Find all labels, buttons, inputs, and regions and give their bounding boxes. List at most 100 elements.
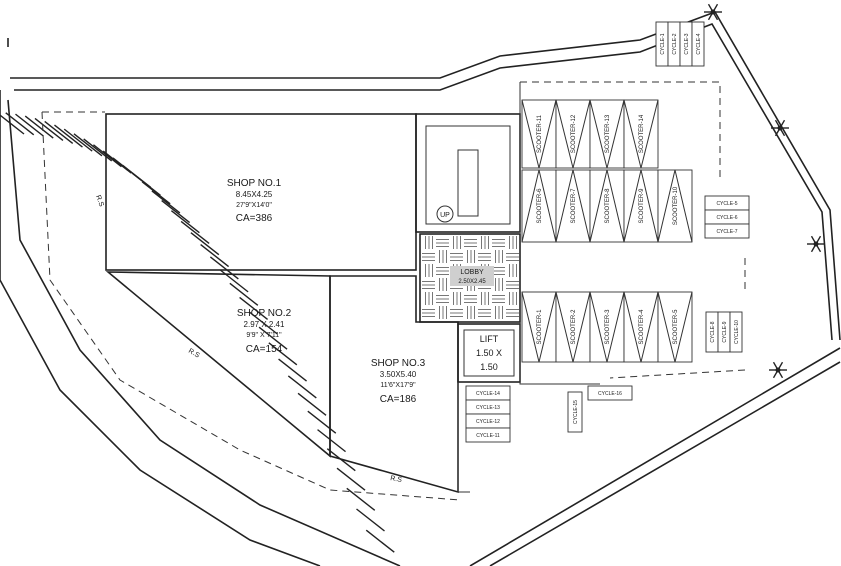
lobby-tile bbox=[425, 236, 433, 249]
tree-icon bbox=[704, 3, 722, 21]
scooter-label: SCOOTER-6 bbox=[537, 188, 543, 224]
cycle-label: CYCLE-6 bbox=[716, 215, 737, 221]
lobby-dims: 2.50X2.45 bbox=[458, 279, 486, 285]
shop-2-name: SHOP NO.2 bbox=[237, 308, 292, 319]
cycle-label: CYCLE-14 bbox=[476, 391, 500, 397]
cycle-stand-outline bbox=[729, 311, 743, 353]
lobby-tile bbox=[464, 239, 477, 247]
cycle-stand: CYCLE-1 bbox=[655, 21, 669, 67]
cycle-label: CYCLE-8 bbox=[710, 321, 716, 342]
shop-1-dims-m: 8.45X4.25 bbox=[236, 190, 273, 199]
setback-label-middle: R.S bbox=[187, 348, 201, 360]
scooter-label: SCOOTER-7 bbox=[571, 188, 577, 224]
scooter-bay-outline bbox=[623, 291, 659, 363]
shop-1-name: SHOP NO.1 bbox=[227, 178, 282, 189]
cycle-stand: CYCLE-8 bbox=[705, 311, 719, 353]
staircase: UP bbox=[415, 113, 521, 233]
lobby-tile bbox=[425, 264, 433, 277]
cycle-stand-outline bbox=[465, 427, 511, 443]
hatch-stroke bbox=[287, 375, 317, 399]
hatch-stroke bbox=[278, 358, 307, 382]
cycle-label: CYCLE-10 bbox=[734, 320, 740, 344]
cycle-label: CYCLE-13 bbox=[476, 405, 500, 411]
scooter-bay: SCOOTER-13 bbox=[589, 99, 625, 169]
hatch-stroke bbox=[258, 326, 288, 350]
lobby-tile bbox=[422, 253, 435, 261]
scooter-bay-marking bbox=[623, 169, 659, 243]
scooter-bay-outline bbox=[555, 291, 591, 363]
scooter-label: SCOOTER-3 bbox=[605, 309, 611, 345]
scooter-bay-marking bbox=[555, 291, 591, 363]
setback-label-left: R.S bbox=[94, 194, 105, 208]
lobby-tile bbox=[495, 278, 503, 291]
scooter-bay-marking bbox=[589, 291, 625, 363]
scooter-bay-marking bbox=[521, 99, 557, 169]
scooter-bay: SCOOTER-5 bbox=[657, 291, 693, 363]
tree-icon bbox=[769, 361, 787, 379]
lobby-tile bbox=[436, 239, 449, 247]
trees bbox=[704, 3, 825, 379]
lobby-tile bbox=[464, 295, 477, 303]
scooter-label: SCOOTER-14 bbox=[639, 114, 645, 153]
lobby-tile bbox=[495, 306, 503, 319]
cycle-stand: CYCLE-3 bbox=[679, 21, 693, 67]
hatch-stroke bbox=[297, 392, 327, 416]
scooter-bay: SCOOTER-11 bbox=[521, 99, 557, 169]
scooter-label: SCOOTER-10 bbox=[673, 186, 679, 225]
hatch-stroke bbox=[219, 269, 249, 293]
setback-line bbox=[41, 81, 746, 501]
scooter-label: SCOOTER-11 bbox=[537, 114, 543, 153]
setback-label-bottom: R.S bbox=[390, 475, 403, 484]
cycle-label: CYCLE-11 bbox=[476, 433, 500, 439]
scooter-bay-outline bbox=[657, 291, 693, 363]
scooter-bay-marking bbox=[657, 291, 693, 363]
shop-3-dims-m: 3.50X5.40 bbox=[380, 370, 417, 379]
cycle-stand: CYCLE-7 bbox=[704, 223, 750, 239]
lift: LIFT 1.50 X 1.50 bbox=[457, 323, 521, 383]
cycle-stand: CYCLE-9 bbox=[717, 311, 731, 353]
hatch-stroke bbox=[229, 282, 259, 306]
cycle-stand: CYCLE-15 bbox=[567, 391, 583, 433]
hatch-stroke bbox=[24, 115, 54, 139]
scooter-bay-marking bbox=[521, 169, 557, 243]
scooter-bay-marking bbox=[555, 169, 591, 243]
lobby-tile bbox=[453, 236, 461, 249]
cycle-stand: CYCLE-10 bbox=[729, 311, 743, 353]
lobby-tile bbox=[481, 236, 489, 249]
scooter-bay: SCOOTER-8 bbox=[589, 169, 625, 243]
scooter-bay-marking bbox=[623, 99, 659, 169]
lobby-tile bbox=[436, 267, 449, 275]
hatch-stroke bbox=[209, 256, 239, 280]
scooter-bay-marking bbox=[623, 291, 659, 363]
scooter-label: SCOOTER-1 bbox=[537, 309, 543, 345]
shop-3-dims-ft: 11'6"X17'9" bbox=[380, 382, 416, 389]
scooter-bay: SCOOTER-10 bbox=[657, 169, 693, 243]
shop-1-dims-ft: 27'9"X14'0" bbox=[236, 202, 272, 209]
cycle-stand: CYCLE-6 bbox=[704, 209, 750, 225]
hatch-stroke bbox=[336, 467, 366, 491]
hatch-stroke bbox=[356, 508, 385, 532]
cycle-stand: CYCLE-2 bbox=[667, 21, 681, 67]
shop-3-area: CA=186 bbox=[380, 394, 417, 405]
road-hatch-band bbox=[0, 90, 401, 566]
scooter-bay: SCOOTER-3 bbox=[589, 291, 625, 363]
hatch-stroke bbox=[34, 117, 64, 142]
hatch-stroke bbox=[180, 220, 210, 244]
hatch-stroke bbox=[248, 311, 278, 335]
hatch-stroke bbox=[239, 296, 269, 320]
scooter-label: SCOOTER-9 bbox=[639, 188, 645, 224]
scooter-bay-outline bbox=[589, 291, 625, 363]
hatch-stroke bbox=[151, 190, 181, 214]
lobby-label: LOBBY bbox=[460, 269, 484, 276]
hatch-stroke bbox=[54, 124, 83, 148]
lobby-tile bbox=[509, 236, 517, 249]
scooter-bay-outline bbox=[555, 169, 591, 243]
scooter-bay-marking bbox=[657, 169, 693, 243]
lobby-tile bbox=[422, 281, 435, 289]
scooter-bay-marking bbox=[589, 169, 625, 243]
shop-3-name: SHOP NO.3 bbox=[371, 358, 426, 369]
hatch-stroke bbox=[73, 133, 103, 157]
lobby-tile bbox=[422, 309, 435, 317]
hatch-stroke bbox=[317, 429, 346, 453]
